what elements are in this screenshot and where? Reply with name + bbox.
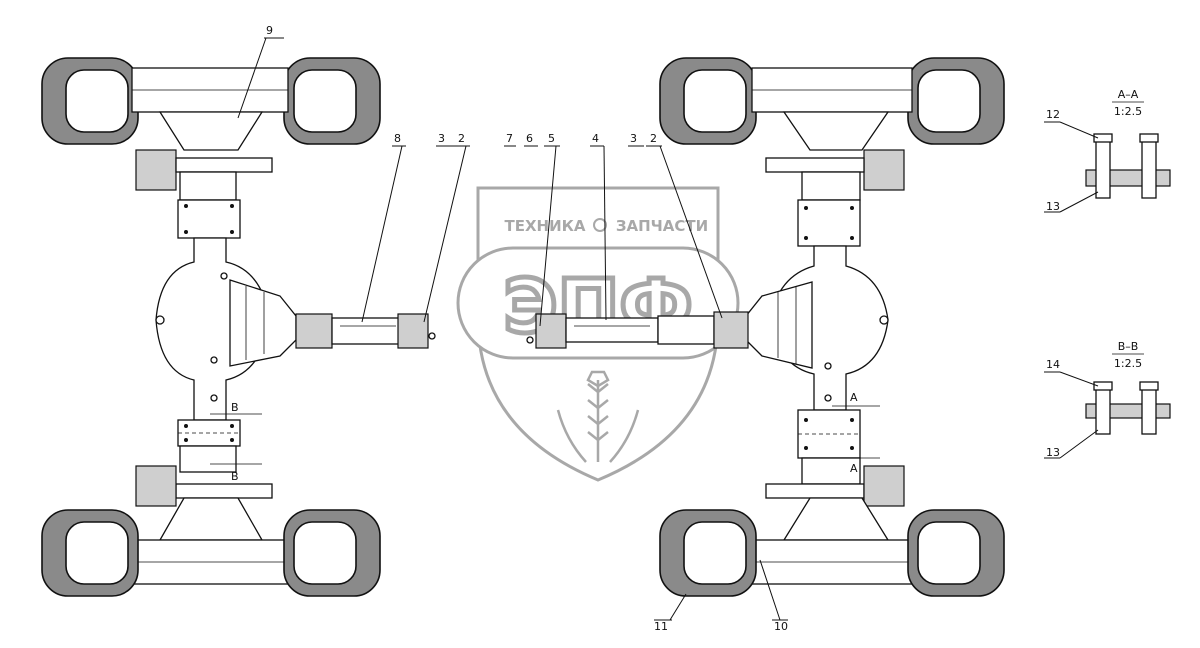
callout-10: 10	[774, 620, 788, 633]
callout-13-bottom: 13	[1046, 446, 1060, 459]
section-aa-title: A–A	[1118, 88, 1139, 101]
section-view-aa: A–A 1:2.5 12 13	[1044, 88, 1171, 213]
left-axle-assembly: B B	[41, 57, 436, 597]
center-shaft-tube	[657, 315, 715, 345]
section-mark-b-lower: B	[231, 470, 239, 483]
watermark-left-word: ТЕХНИКА	[504, 217, 585, 235]
left-drive-shaft	[295, 313, 436, 349]
section-mark-a-lower: A	[850, 462, 858, 475]
section-bb-scale: 1:2.5	[1114, 357, 1142, 370]
watermark-right-word: ЗАПЧАСТИ	[616, 217, 708, 235]
right-upper-pad	[797, 199, 861, 247]
right-lower-axle-group	[659, 409, 1005, 597]
right-axle-assembly: A A	[526, 57, 1005, 597]
section-bb-title: B–B	[1118, 340, 1139, 353]
left-upper-brake	[135, 149, 177, 191]
center-shaft-rear-yoke	[713, 311, 749, 349]
center-drive-shaft	[526, 311, 749, 349]
callout-2-left: 2	[458, 132, 465, 145]
callout-14: 14	[1046, 358, 1060, 371]
section-aa-scale: 1:2.5	[1114, 105, 1142, 118]
center-shaft-spline	[565, 317, 659, 343]
callout-12: 12	[1046, 108, 1060, 121]
callout-11: 11	[654, 620, 668, 633]
section-mark-a-upper: A	[850, 391, 858, 404]
callout-2-right: 2	[650, 132, 657, 145]
left-upper-pad	[177, 199, 241, 239]
callout-3-right: 3	[630, 132, 637, 145]
tire-left-upper-outer-rim	[65, 69, 129, 133]
tire-left-upper-inner-rim	[293, 69, 357, 133]
right-lower-bracket	[765, 483, 865, 499]
watermark-wheat-icon	[556, 370, 640, 463]
right-upper-brake	[863, 149, 905, 191]
callout-3-left: 3	[438, 132, 445, 145]
tire-right-upper-inner-rim	[683, 69, 747, 133]
callout-13-top: 13	[1046, 200, 1060, 213]
watermark-gear-icon	[593, 218, 607, 232]
section-bb-bolt-right	[1141, 385, 1157, 435]
callout-5: 5	[548, 132, 555, 145]
section-bb-bolt-left	[1095, 385, 1111, 435]
left-upper-axle-group	[41, 57, 381, 262]
section-aa-bolt-left	[1095, 137, 1111, 199]
leader-lines	[237, 37, 788, 621]
left-upper-joint	[179, 171, 237, 201]
callout-8: 8	[394, 132, 401, 145]
watermark-shield	[476, 186, 720, 482]
left-lower-joint	[179, 445, 237, 473]
callout-6: 6	[526, 132, 533, 145]
left-differential	[155, 237, 297, 421]
callout-labels: 9 8 3 2 7 6 5 4 3 2 11 10	[266, 24, 788, 633]
tire-left-lower-inner-rim	[293, 521, 357, 585]
right-upper-bracket	[765, 157, 865, 173]
callout-9: 9	[266, 24, 273, 37]
callout-7: 7	[506, 132, 513, 145]
right-upper-axle-group	[659, 57, 1005, 247]
callout-4: 4	[592, 132, 599, 145]
right-differential	[745, 245, 889, 411]
left-final-drive	[229, 279, 297, 367]
left-lower-axle-group	[41, 419, 381, 597]
section-aa-bolt-right	[1141, 137, 1157, 199]
section-view-bb: B–B 1:2.5 14 13	[1044, 340, 1171, 459]
left-shaft-tube	[331, 317, 405, 345]
tire-right-upper-outer-rim	[917, 69, 981, 133]
right-final-drive	[745, 281, 813, 369]
left-shaft-end-yoke	[397, 313, 429, 349]
tire-right-lower-outer-rim	[917, 521, 981, 585]
left-upper-bracket	[175, 157, 273, 173]
right-upper-reduction-gear	[782, 111, 890, 151]
section-mark-b-upper: B	[231, 401, 239, 414]
left-shaft-flange-yoke	[295, 313, 333, 349]
left-section-b-marks: B B	[210, 401, 262, 483]
left-lower-bracket	[175, 483, 273, 499]
right-lower-brake	[863, 465, 905, 507]
tire-right-lower-inner-rim	[683, 521, 747, 585]
right-upper-joint	[801, 171, 861, 201]
tire-left-lower-outer-rim	[65, 521, 129, 585]
right-section-a-marks: A A	[832, 391, 880, 475]
left-upper-reduction-gear	[158, 111, 264, 151]
left-lower-brake	[135, 465, 177, 507]
